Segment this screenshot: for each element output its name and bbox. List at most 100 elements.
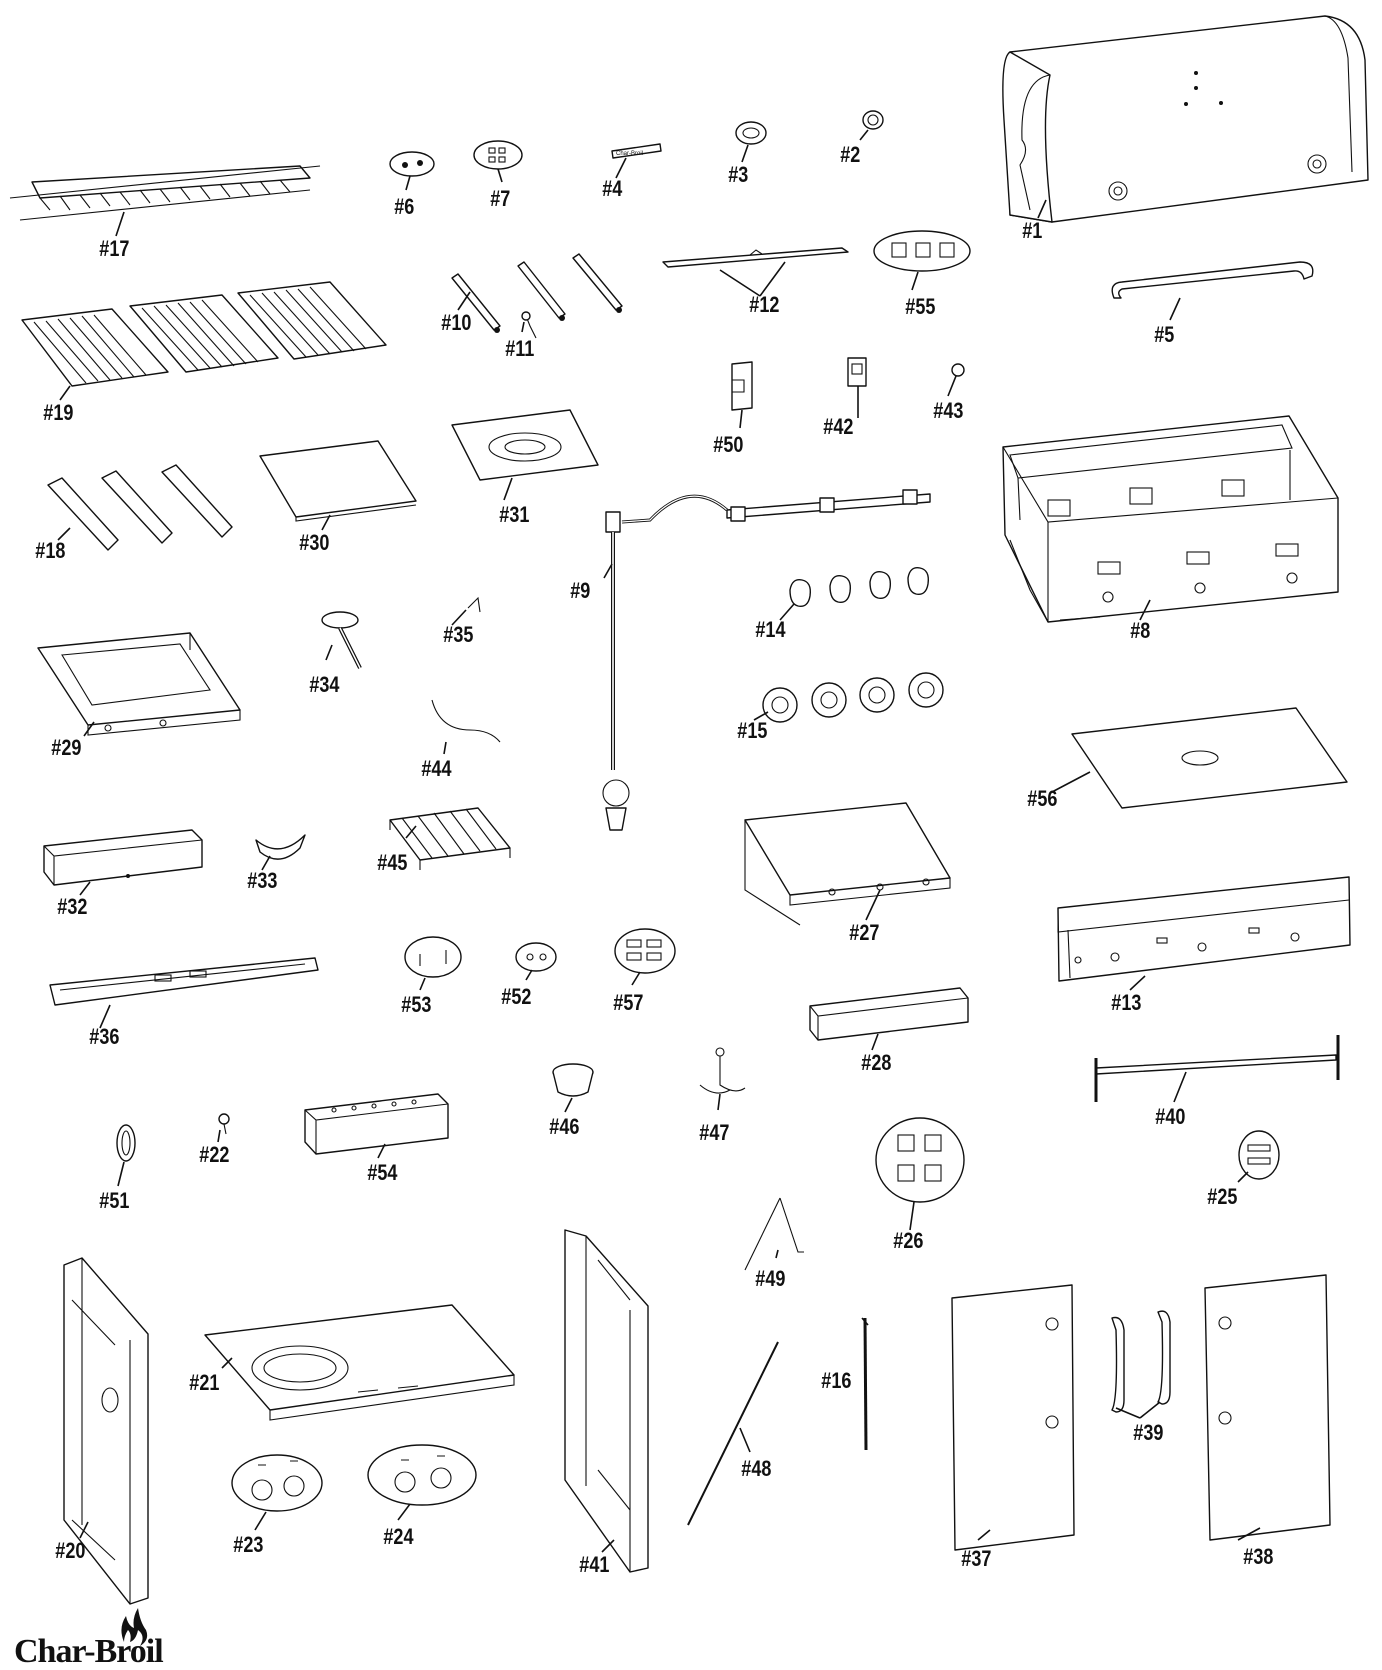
label-part-17: #17 xyxy=(99,237,129,261)
part-54-burner-panel xyxy=(304,1093,449,1155)
part-34-side-burner xyxy=(321,611,362,669)
part-49-wire-bracket xyxy=(744,1197,804,1271)
label-part-30: #30 xyxy=(299,531,329,555)
label-part-5: #5 xyxy=(1154,323,1174,347)
label-part-50: #50 xyxy=(713,433,743,457)
label-part-8: #8 xyxy=(1130,619,1150,643)
part-8-firebox xyxy=(1002,415,1339,623)
label-part-7: #7 xyxy=(490,187,510,211)
label-part-20: #20 xyxy=(55,1539,85,1563)
label-part-53: #53 xyxy=(401,993,431,1017)
label-part-38: #38 xyxy=(1243,1545,1273,1569)
label-part-44: #44 xyxy=(421,757,452,781)
part-3-gauge-bezel xyxy=(735,121,767,145)
label-part-13: #13 xyxy=(1111,991,1141,1015)
label-part-31: #31 xyxy=(499,503,529,527)
label-part-11: #11 xyxy=(505,337,534,361)
part-57-hardware-pack xyxy=(614,928,676,974)
part-33-burner-bracket xyxy=(255,834,306,860)
part-44-igniter-wire xyxy=(431,699,501,743)
part-7-hardware-pack xyxy=(473,140,523,170)
part-11-electrode xyxy=(521,311,537,339)
part-6-hardware-pack xyxy=(389,151,435,177)
part-29-side-burner-frame xyxy=(37,632,241,736)
label-part-43: #43 xyxy=(933,399,963,423)
label-part-55: #55 xyxy=(905,295,935,319)
part-35-igniter-electrode xyxy=(467,596,481,613)
label-part-28: #28 xyxy=(861,1051,891,1075)
part-38-right-door xyxy=(1204,1274,1331,1541)
label-part-26: #26 xyxy=(893,1229,923,1253)
label-part-2: #2 xyxy=(840,143,860,167)
part-21-bottom-shelf xyxy=(204,1304,515,1421)
label-part-22: #22 xyxy=(199,1143,229,1167)
label-part-10: #10 xyxy=(441,311,471,335)
part-14-control-knobs xyxy=(789,567,930,607)
part-10-burners xyxy=(451,253,623,333)
label-part-3: #3 xyxy=(728,163,748,187)
label-part-25: #25 xyxy=(1207,1185,1237,1209)
part-46-grease-cup xyxy=(552,1063,594,1097)
part-13-control-panel xyxy=(1057,876,1351,982)
leader-lines xyxy=(57,129,1261,1553)
part-32-side-panel xyxy=(43,829,203,886)
part-41-right-side-panel xyxy=(564,1229,649,1573)
label-part-40: #40 xyxy=(1155,1105,1185,1129)
part-12-heat-shield xyxy=(662,247,849,268)
part-26-hardware-pack xyxy=(875,1117,965,1203)
part-36-rear-brace xyxy=(49,957,319,1006)
brand-logo-text: Char-Broil xyxy=(14,1633,163,1670)
part-52-hardware-pack xyxy=(515,942,557,972)
part-19-cooking-grates xyxy=(21,281,387,387)
label-part-46: #46 xyxy=(549,1115,579,1139)
part-40-cross-brace xyxy=(1094,1035,1340,1102)
svg-text:Char-Broil: Char-Broil xyxy=(616,151,643,157)
label-part-37: #37 xyxy=(961,1547,991,1571)
part-4-logo-plate: Char-Broil xyxy=(611,143,662,159)
part-56-grease-tray xyxy=(1071,707,1348,809)
label-part-36: #36 xyxy=(89,1025,119,1049)
part-22-fastener xyxy=(218,1113,230,1135)
part-53-hardware-pack xyxy=(404,936,462,978)
part-23-locking-casters xyxy=(231,1454,323,1512)
label-part-21: #21 xyxy=(189,1371,219,1395)
label-part-16: #16 xyxy=(821,1369,851,1393)
label-part-12: #12 xyxy=(749,293,779,317)
part-45-side-burner-grate xyxy=(389,807,511,870)
label-part-34: #34 xyxy=(309,673,340,697)
part-37-left-door xyxy=(951,1284,1075,1551)
label-part-18: #18 xyxy=(35,539,65,563)
part-30-side-burner-lid xyxy=(259,440,417,522)
part-1-lid xyxy=(1002,15,1369,223)
part-18-flame-tamers xyxy=(47,464,233,551)
label-part-19: #19 xyxy=(43,401,73,425)
label-part-6: #6 xyxy=(394,195,414,219)
label-part-51: #51 xyxy=(99,1189,129,1213)
flame-icon xyxy=(121,1608,148,1646)
part-27-side-shelf xyxy=(744,802,951,926)
part-20-left-side-panel xyxy=(63,1257,149,1605)
part-17-warming-rack xyxy=(9,165,321,221)
label-part-15: #15 xyxy=(737,719,767,743)
label-part-48: #48 xyxy=(741,1457,771,1481)
label-part-45: #45 xyxy=(377,851,407,875)
part-51-retaining-ring xyxy=(116,1124,136,1162)
label-part-9: #9 xyxy=(570,579,590,603)
part-48-support-rod xyxy=(687,1341,779,1526)
label-part-54: #54 xyxy=(367,1161,398,1185)
part-31-side-burner-tray xyxy=(451,409,599,481)
label-part-29: #29 xyxy=(51,736,81,760)
label-part-47: #47 xyxy=(699,1121,729,1145)
part-50-igniter-bracket xyxy=(731,361,753,411)
label-part-49: #49 xyxy=(755,1267,785,1291)
char-broil-logo: Char-Broil xyxy=(14,1608,164,1670)
label-part-52: #52 xyxy=(501,985,531,1009)
part-28-front-panel xyxy=(809,987,969,1041)
label-part-23: #23 xyxy=(233,1533,263,1557)
part-9-manifold-hose xyxy=(602,489,931,831)
label-part-57: #57 xyxy=(613,991,643,1015)
part-labels: #1 #2 #3 #4 #5 #6 #7 #8 #9 #10 #11 #12 #… xyxy=(35,143,1273,1577)
part-42-igniter-module xyxy=(847,357,867,387)
label-part-4: #4 xyxy=(602,177,623,201)
label-part-56: #56 xyxy=(1027,787,1057,811)
